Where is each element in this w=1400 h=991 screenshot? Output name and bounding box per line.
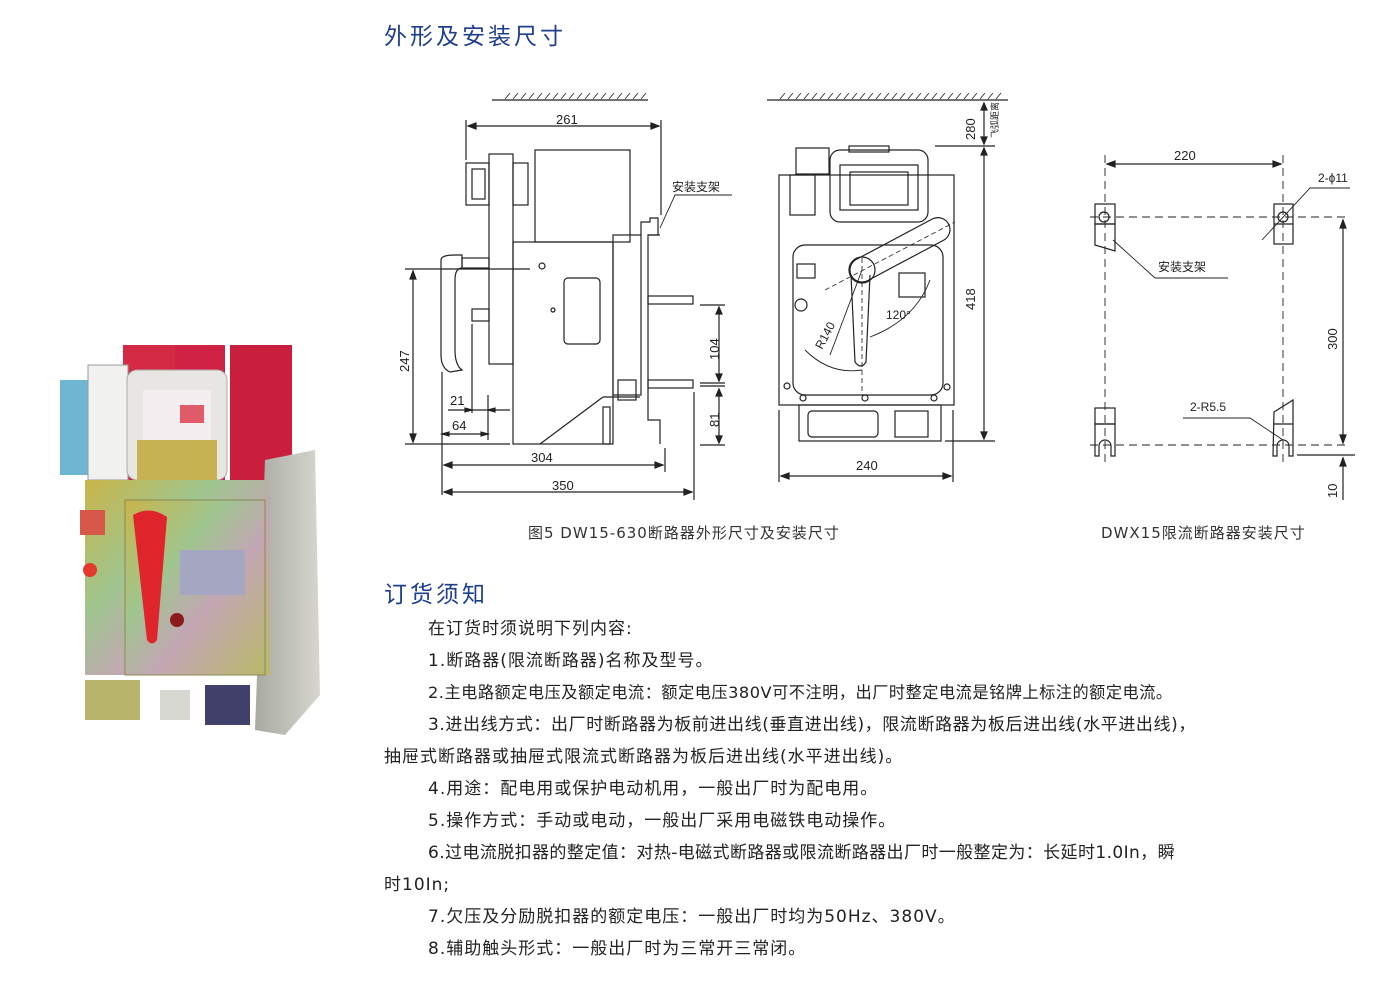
ordering-item-5: 5.操作方式：手动或电动，一般出厂采用电磁铁电动操作。 bbox=[428, 811, 897, 831]
dim-304: 304 bbox=[531, 450, 553, 465]
dim-104: 104 bbox=[707, 338, 722, 360]
dim-261: 261 bbox=[556, 112, 578, 127]
front-view-drawing bbox=[767, 92, 1008, 482]
ordering-item-2: 2.主电路额定电压及额定电流：额定电压380V可不注明，出厂时整定电流是铭牌上标… bbox=[428, 683, 1173, 702]
dim-81: 81 bbox=[707, 413, 722, 427]
section-heading-dimensions: 外形及安装尺寸 bbox=[384, 24, 566, 50]
section-heading-ordering-notes: 订货须知 bbox=[384, 582, 488, 608]
figure-caption-dw15: 图5 DW15-630断路器外形尺寸及安装尺寸 bbox=[528, 524, 840, 542]
label-mounting-bracket: 安装支架 bbox=[672, 179, 720, 194]
ordering-item-1: 1.断路器(限流断路器)名称及型号。 bbox=[428, 651, 714, 671]
dim-2-r5-5: 2-R5.5 bbox=[1190, 400, 1226, 414]
label-mounting-bracket-right: 安装支架 bbox=[1158, 259, 1206, 274]
label-arc-distance: 飞弧距离 bbox=[989, 102, 1000, 138]
dim-10: 10 bbox=[1325, 484, 1340, 498]
figure-caption-dwx15: DWX15限流断路器安装尺寸 bbox=[1101, 524, 1306, 542]
ordering-item-3-continued: 抽屉式断路器或抽屉式限流式断路器为板后进出线(水平进出线)。 bbox=[384, 747, 904, 767]
dim-120-degrees: 120° bbox=[886, 308, 911, 322]
ordering-intro: 在订货时须说明下列内容: bbox=[428, 619, 633, 639]
dim-64: 64 bbox=[452, 418, 466, 433]
dim-247: 247 bbox=[397, 350, 412, 372]
ordering-item-4: 4.用途：配电用或保护电动机用，一般出厂时为配电用。 bbox=[428, 779, 879, 799]
side-view-drawing bbox=[405, 92, 732, 500]
dim-280: 280 bbox=[963, 118, 978, 140]
product-photo-circuit-breaker bbox=[55, 335, 355, 745]
dim-2-phi-11: 2-ϕ11 bbox=[1318, 171, 1348, 185]
ordering-item-6-continued: 时10In; bbox=[384, 875, 451, 895]
ordering-item-3: 3.进出线方式：出厂时断路器为板前进出线(垂直进出线)，限流断路器为板后进出线(… bbox=[428, 715, 1196, 735]
ordering-item-8: 8.辅助触头形式：一般出厂时为三常开三常闭。 bbox=[428, 939, 807, 959]
ordering-item-6: 6.过电流脱扣器的整定值：对热-电磁式断路器或限流断路器出厂时一般整定为：长延时… bbox=[428, 843, 1175, 863]
dim-418: 418 bbox=[963, 288, 978, 310]
ordering-item-7: 7.欠压及分励脱扣器的额定电压：一般出厂时均为50Hz、380V。 bbox=[428, 907, 956, 927]
dim-350: 350 bbox=[552, 478, 574, 493]
dimension-drawings: 261 安装支架 247 21 64 304 350 104 81 280 飞弧… bbox=[397, 92, 1355, 500]
dwx15-install-drawing bbox=[1090, 155, 1355, 500]
dim-240: 240 bbox=[856, 458, 878, 473]
dim-220: 220 bbox=[1174, 148, 1196, 163]
dim-300: 300 bbox=[1325, 328, 1340, 350]
dim-r140: R140 bbox=[812, 319, 838, 351]
dim-21: 21 bbox=[450, 393, 464, 408]
